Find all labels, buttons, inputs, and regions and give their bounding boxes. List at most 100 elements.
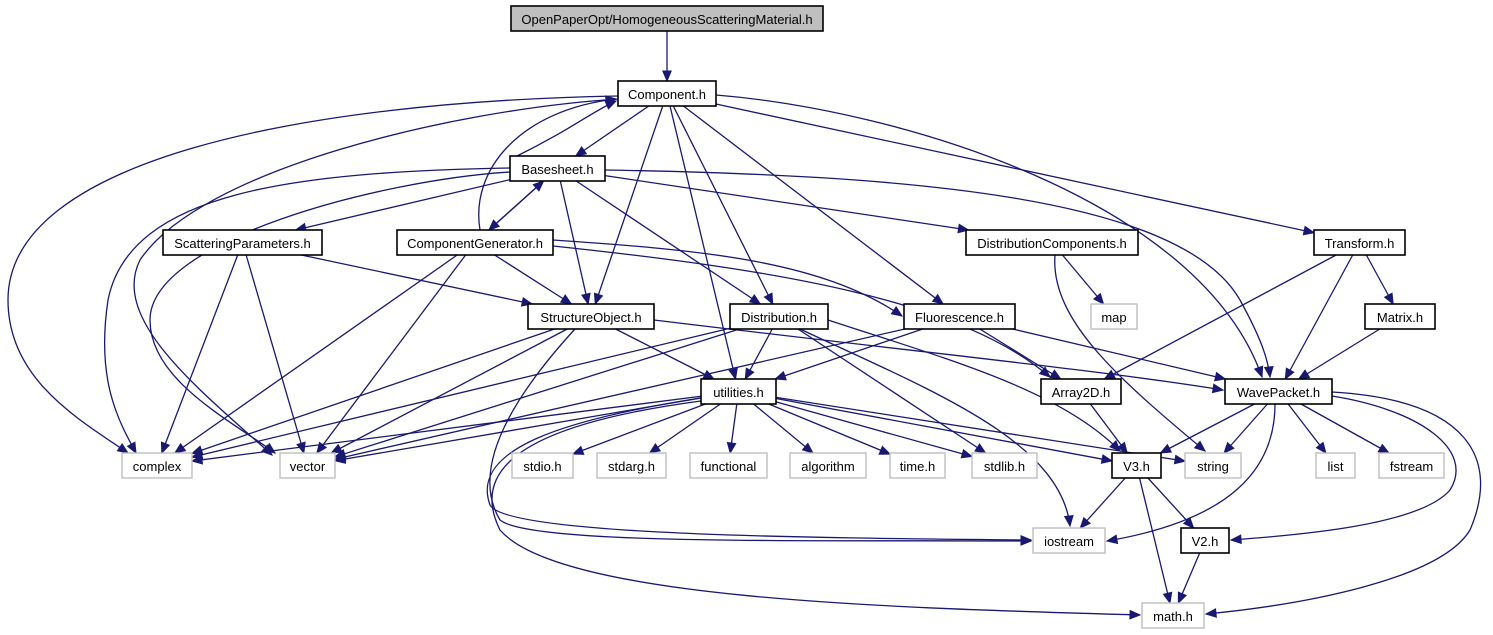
edge-utilities-to-vector-arrowhead	[333, 454, 347, 464]
edge-basesheet-to-complex	[104, 167, 511, 454]
node-box	[1141, 602, 1205, 629]
node-box[interactable]	[396, 229, 554, 256]
node-box[interactable]	[729, 303, 829, 330]
edge-utilities-to-time	[768, 403, 891, 455]
edge-structobj-to-iostream	[489, 328, 1032, 542]
edge-fluorescence-to-utilities-arrowhead	[774, 370, 787, 381]
edge-compgen-to-basesheet-arrowhead	[532, 180, 545, 192]
edge-array2d-to-v3-arrowhead	[1116, 441, 1128, 455]
edge-distribution-to-complex	[191, 327, 731, 458]
node-label: math.h	[1153, 609, 1193, 624]
edge-utilities-to-complex	[191, 395, 702, 462]
node-box[interactable]	[1313, 229, 1406, 256]
node-box[interactable]	[1111, 452, 1162, 479]
node-box[interactable]	[965, 229, 1139, 256]
edge-transform-to-matrix-arrowhead	[1383, 292, 1394, 306]
node-box[interactable]	[527, 303, 655, 330]
node-box[interactable]	[1364, 303, 1436, 330]
edge-scatparams-to-vector	[245, 254, 305, 454]
edge-structobj-to-vector-arrowhead	[330, 443, 343, 454]
node-box[interactable]	[617, 80, 717, 107]
node-compgen[interactable]: ComponentGenerator.h	[396, 229, 554, 256]
edge-wavepacket-to-iostream-arrowhead	[1105, 534, 1119, 545]
edge-component-to-distribution-arrowhead	[763, 292, 774, 306]
edge-matrix-to-wavepacket	[1298, 328, 1381, 380]
node-iostream: iostream	[1032, 527, 1106, 554]
node-distribution[interactable]: Distribution.h	[729, 303, 829, 330]
edge-wavepacket-to-fstream	[1300, 403, 1390, 454]
edge-distribution-to-vector	[334, 328, 740, 458]
edge-v3-to-v2-arrowhead	[1182, 516, 1195, 529]
edge-component-to-fluorescence	[683, 105, 944, 305]
node-label: ComponentGenerator.h	[407, 236, 543, 251]
edge-component-to-utilities	[669, 105, 737, 380]
node-structobj[interactable]: StructureObject.h	[527, 303, 655, 330]
edge-component-to-wavepacket-arrowhead	[1253, 365, 1264, 379]
edge-wavepacket-to-fstream-arrowhead	[1377, 443, 1391, 454]
node-component[interactable]: Component.h	[617, 80, 717, 107]
node-root[interactable]: OpenPaperOpt/HomogeneousScatteringMateri…	[510, 5, 824, 32]
node-distcomp[interactable]: DistributionComponents.h	[965, 229, 1139, 256]
edge-basesheet-to-complex-arrowhead	[126, 441, 137, 455]
edge-compgen-to-basesheet	[488, 180, 544, 231]
node-fluorescence[interactable]: Fluorescence.h	[903, 303, 1016, 330]
edge-basesheet-to-distribution-arrowhead	[748, 294, 762, 305]
node-label: Matrix.h	[1377, 310, 1423, 325]
edge-wavepacket-to-math-arrowhead	[1204, 608, 1217, 618]
edge-compgen-to-complex	[174, 254, 458, 454]
node-array2d[interactable]: Array2D.h	[1040, 378, 1122, 405]
node-transform[interactable]: Transform.h	[1313, 229, 1406, 256]
node-box[interactable]	[1224, 378, 1333, 405]
node-box[interactable]	[1040, 378, 1122, 405]
edge-structobj-to-utilities	[615, 328, 715, 380]
node-v3[interactable]: V3.h	[1111, 452, 1162, 479]
node-label: vector	[290, 459, 326, 474]
node-basesheet[interactable]: Basesheet.h	[509, 155, 606, 182]
node-label: Array2D.h	[1052, 385, 1111, 400]
node-v2[interactable]: V2.h	[1180, 527, 1230, 554]
edge-utilities-to-stdio-arrowhead	[571, 445, 585, 455]
edge-wavepacket-to-v2	[1230, 395, 1457, 541]
edge-distribution-to-v3-arrowhead	[1109, 440, 1121, 452]
edge-compgen-to-structobj-arrowhead	[559, 294, 573, 305]
node-label: V3.h	[1123, 459, 1150, 474]
node-box	[1378, 452, 1445, 479]
node-box[interactable]	[509, 155, 606, 182]
edge-component-to-complex-arrowhead	[116, 442, 130, 454]
node-box	[121, 452, 193, 479]
nodes-layer: OpenPaperOpt/HomogeneousScatteringMateri…	[121, 5, 1445, 629]
node-box[interactable]	[1180, 527, 1230, 554]
node-wavepacket[interactable]: WavePacket.h	[1224, 378, 1333, 405]
edge-basesheet-to-distribution	[575, 180, 761, 305]
edge-fluorescence-to-array2d	[979, 328, 1062, 380]
edge-scatparams-to-structobj	[301, 254, 533, 305]
node-box	[1090, 303, 1138, 330]
edge-component-to-transform-arrowhead	[1302, 225, 1316, 236]
edge-basesheet-to-distcomp	[604, 174, 969, 231]
edge-basesheet-to-component	[516, 100, 617, 157]
edge-compgen-to-fluorescence-arrowhead	[890, 305, 904, 317]
edge-component-to-utilities-arrowhead	[728, 367, 738, 381]
node-box[interactable]	[510, 5, 824, 32]
node-label: complex	[133, 459, 182, 474]
node-matrix[interactable]: Matrix.h	[1364, 303, 1436, 330]
edge-distribution-to-stdlib-arrowhead	[974, 443, 987, 454]
node-scatparams[interactable]: ScatteringParameters.h	[162, 229, 323, 256]
node-utilities[interactable]: utilities.h	[700, 378, 777, 405]
edge-utilities-to-algorithm-arrowhead	[801, 442, 814, 454]
edge-utilities-to-v3-arrowhead	[1100, 454, 1114, 464]
node-box[interactable]	[903, 303, 1016, 330]
node-string: string	[1184, 452, 1242, 479]
edge-component-to-structobj	[594, 105, 664, 305]
node-box[interactable]	[700, 378, 777, 405]
node-label: time.h	[900, 459, 935, 474]
edge-wavepacket-to-v3	[1160, 403, 1255, 454]
node-box	[1315, 452, 1356, 479]
node-box	[596, 452, 667, 479]
edge-utilities-to-math-arrowhead	[1129, 609, 1142, 620]
edge-component-to-basesheet	[575, 105, 650, 157]
node-box[interactable]	[162, 229, 323, 256]
edge-component-to-wavepacket	[715, 94, 1263, 378]
edge-wavepacket-to-iostream	[1106, 403, 1276, 542]
